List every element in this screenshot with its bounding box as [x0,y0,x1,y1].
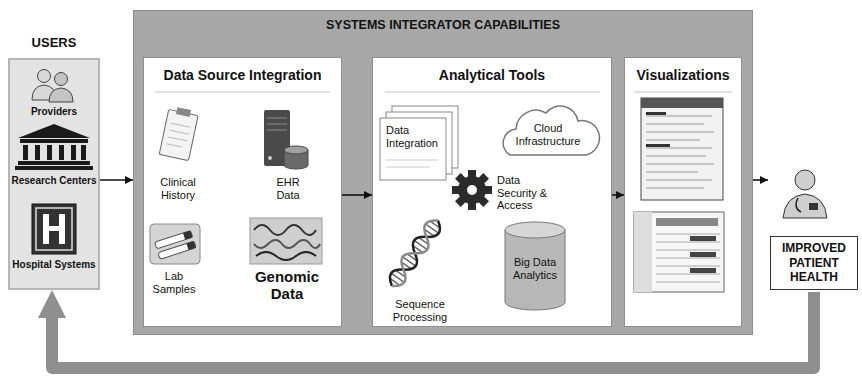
genome-image [250,218,322,264]
sample-icon [150,224,200,264]
flow-arrow [100,179,133,181]
feedback-arrow [52,292,814,368]
item-label: Cloud Infrastructure [506,122,590,147]
section-heading: Visualizations [625,67,741,83]
flow-arrow [612,194,624,196]
item-label: Sequence Processing [378,298,462,323]
patient-icon [783,170,827,218]
item-label: Data Security & Access [497,174,557,212]
section-box: Analytical ToolsData Integration Cloud In… [372,57,612,327]
flow-arrow [753,179,768,181]
item-label: EHR Data [268,176,308,201]
flow-arrow [342,194,372,196]
capabilities-panel: Data Source IntegrationClinical History E… [133,10,753,335]
dna-icon [385,216,444,291]
document-stack [380,106,458,180]
building-icon [15,124,93,170]
panel-title: SYSTEMS INTEGRATOR CAPABILITIES [243,18,643,32]
user-label: Hospital Systems [9,259,99,271]
gear-icon [452,170,492,210]
outcome-node: IMPROVED PATIENT HEALTH [768,160,860,292]
screenshot [634,212,724,292]
heading-rule [155,92,732,93]
clipboard-icon [159,106,199,161]
user-label: Providers [9,106,99,118]
provider-icon [32,70,73,103]
outcome-box: IMPROVED PATIENT HEALTH [770,236,858,290]
item-label: Data Integration [386,124,444,149]
group-heading: USERS [8,36,100,51]
screenshot [641,98,723,200]
item-label: Clinical History [147,176,209,201]
user-label: Research Centers [9,175,99,187]
section-box: Data Source IntegrationClinical History E… [143,57,342,327]
section-heading: Analytical Tools [382,67,602,83]
item-label: Big Data Analytics [506,256,564,281]
server-icon [264,110,308,169]
user-group-box: USERSProvidersResearch CentersHospital S… [8,58,100,290]
section-heading: Data Source Integration [148,67,338,83]
hospital-icon [32,204,76,254]
item-label: Lab Samples [143,270,205,295]
section-box: Visualizations [624,57,742,327]
item-label: Genomic Data [245,268,329,303]
cloud-shape [503,106,599,155]
database-cylinder [505,222,565,310]
